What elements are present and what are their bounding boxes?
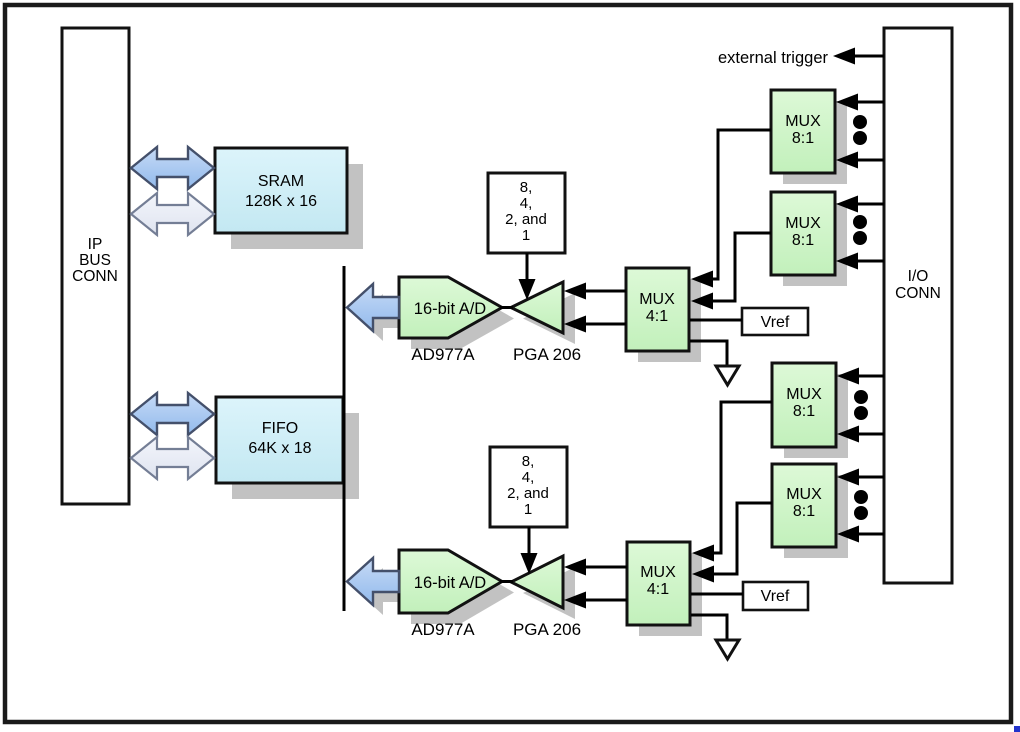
adc-output-arrow-top [345,281,401,334]
gain-options-box-bottom [488,445,569,529]
mux41-top-line1: MUX [639,291,675,308]
mux81-3-line2: 8:1 [793,403,815,420]
fifo-size: 64K x 18 [248,440,311,457]
corner-accent-mark [1014,726,1020,732]
arrowhead-layer [518,47,859,609]
ground-wire-top [690,339,729,365]
mux81-block-1 [769,88,837,175]
bus-arrow-layer [129,144,401,608]
mux41-top-line2: 4:1 [646,308,668,325]
mux81-2-line2: 8:1 [792,232,814,249]
mux81-block-3 [770,361,838,449]
ip-bus-connector-block [60,26,131,506]
gain-bottom-line1: 8, [522,453,535,470]
gain-bottom-line3: 2, and [507,485,549,502]
mux81-1-line2: 8:1 [792,130,814,147]
gain-top-line4: 1 [522,227,530,244]
ground-symbol-bottom [713,638,742,662]
pga-triangle-bottom [507,553,565,611]
adc-block-bottom [397,548,505,615]
adc-part-top: AD977A [411,345,475,364]
pga-triangle-top [507,279,565,336]
ip-bus-conn-label-line1: IP [88,236,103,253]
io-conn-label-line2: CONN [895,285,941,302]
mux81-4-line2: 8:1 [793,503,815,520]
mux81-2-output-wire [709,231,771,303]
mux81-4-output-wire [710,501,772,576]
mux81-4-line1: MUX [786,486,822,503]
fifo-block [214,395,345,485]
wire-layer [500,54,884,639]
sram-block [213,146,349,235]
diagram-frame [2,2,1014,725]
vref-top-label: Vref [761,314,790,331]
mux81-3-output-wire [710,400,772,555]
mux81-1-line1: MUX [785,113,821,130]
mux41-bottom-line1: MUX [640,564,676,581]
sram-title: SRAM [258,173,304,190]
mux81-3-line1: MUX [786,386,822,403]
sram-size: 128K x 16 [245,193,317,210]
adc-part-bottom: AD977A [411,620,475,639]
mux41-bottom-line2: 4:1 [647,581,669,598]
fifo-bus-arrow-primary [129,390,216,438]
external-trigger-label: external trigger [718,49,829,67]
channel-dots [853,115,868,520]
gain-top-line1: 8, [520,179,533,196]
pga-part-bottom: PGA 206 [513,620,581,639]
adc-output-arrow-bottom [345,555,401,608]
mux81-1-output-wire [709,128,771,281]
adc-block-top [397,275,506,340]
gain-top-line2: 4, [520,195,533,212]
external-trigger-arrowhead [833,47,855,65]
mux81-block-2 [769,190,837,277]
mux81-2-line1: MUX [785,215,821,232]
pga-part-top: PGA 206 [513,345,581,364]
io-conn-label-line1: I/O [908,268,929,285]
fifo-title: FIFO [262,420,298,437]
ground-wire-bottom [691,613,729,639]
io-connector-block [882,26,954,585]
gain-bottom-line4: 1 [524,501,532,518]
fifo-bus-arrow-secondary [129,434,216,482]
vref-box-bottom [741,580,810,612]
ip-bus-conn-label-line2: BUS [79,252,111,269]
mux41-block-bottom [625,540,692,627]
ip-bus-conn-label-line3: CONN [72,268,118,285]
adc-label-bottom: 16-bit A/D [414,574,487,592]
gain-top-line3: 2, and [505,211,547,228]
vref-bottom-label: Vref [761,588,790,605]
gain-options-box-top [486,171,567,255]
adc-label-top: 16-bit A/D [414,300,487,318]
gain-bottom-line2: 4, [522,469,535,486]
mux41-block-top [624,266,691,353]
sram-bus-arrow-primary [129,144,216,192]
sram-bus-arrow-secondary [129,190,216,238]
vref-box-top [740,306,810,337]
ground-symbol-top [713,364,742,388]
mux81-block-4 [770,462,838,549]
